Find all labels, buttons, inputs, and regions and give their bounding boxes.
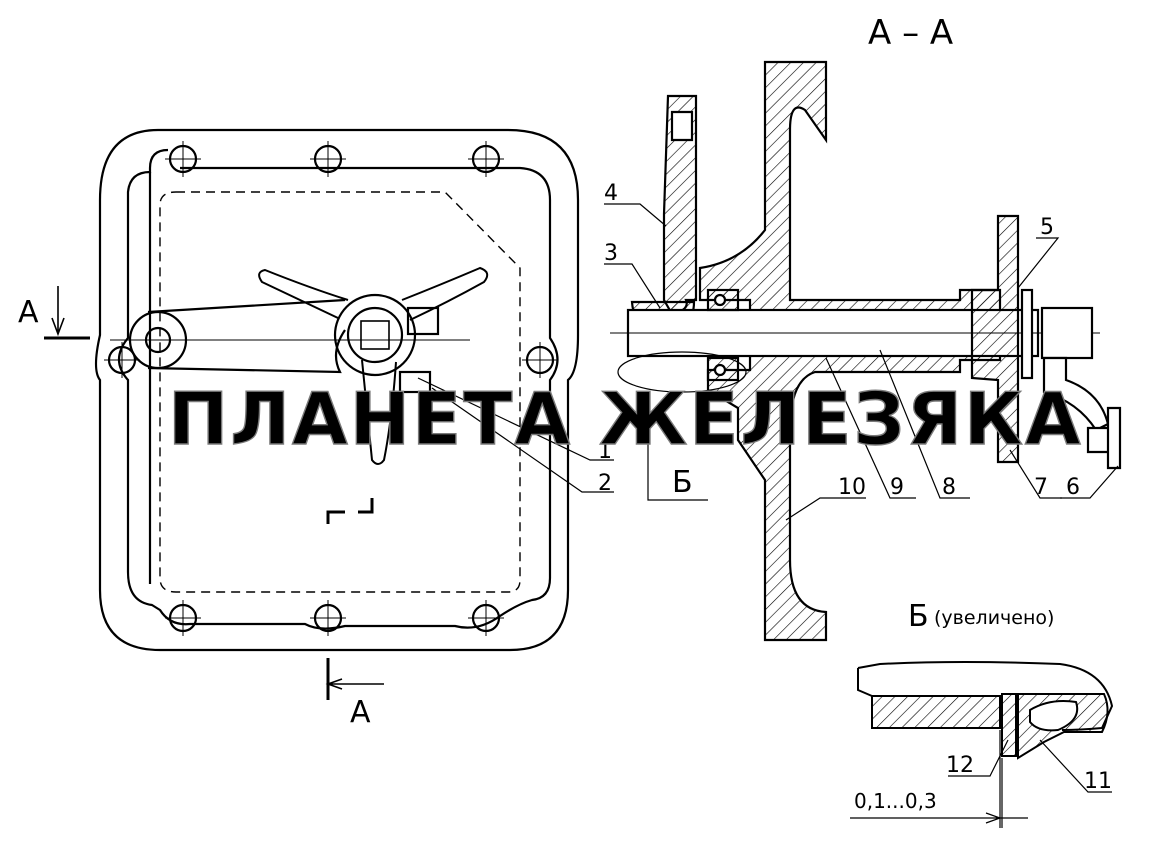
gear-mark — [326, 498, 374, 524]
lever-arm — [147, 298, 346, 374]
detail-label: Б — [672, 465, 693, 500]
callout-10: 10 — [838, 475, 866, 500]
section-mark-bottom-arrow — [325, 678, 384, 690]
star-handle — [258, 266, 489, 465]
end-cap — [1086, 406, 1122, 470]
clearance-dim-lines — [850, 730, 1028, 828]
leader-lines — [417, 203, 1119, 793]
callout-12: 12 — [946, 753, 974, 778]
detail-view — [850, 661, 1114, 828]
nut-left — [1020, 288, 1034, 380]
front-view — [44, 128, 580, 700]
detail-shaft — [871, 695, 1001, 729]
callout-8: 8 — [942, 475, 956, 500]
bolt-holes — [104, 141, 558, 636]
callout-2: 2 — [598, 471, 612, 496]
hub-key — [360, 320, 390, 350]
clamp-bolt — [398, 370, 432, 394]
watermark: ПЛАНЕТА ЖЕЛЕЗЯКА — [168, 377, 1083, 461]
callout-5: 5 — [1040, 215, 1054, 240]
detail-b-oval — [617, 351, 747, 393]
detail-shaft-end — [857, 668, 873, 697]
flange-7 — [970, 214, 1020, 464]
callout-11: 11 — [1084, 769, 1112, 794]
hub-inner — [346, 306, 404, 364]
section-title: А – А — [868, 13, 953, 53]
callout-7: 7 — [1034, 475, 1048, 500]
callout-6: 6 — [1066, 475, 1080, 500]
detail-title-note: (увеличено) — [934, 607, 1054, 629]
dashed-boundary — [159, 191, 521, 593]
clamp — [406, 306, 440, 336]
nut-right — [1040, 306, 1094, 360]
clearance-value: 0,1...0,3 — [854, 789, 937, 813]
callout-3: 3 — [604, 241, 618, 266]
detail-title-letter: Б — [908, 599, 929, 634]
callout-9: 9 — [890, 475, 904, 500]
callout-1: 1 — [598, 439, 612, 464]
washer-12 — [1001, 693, 1017, 757]
section-mark-top-letter: А — [18, 295, 39, 330]
lever-4-top — [670, 110, 694, 142]
callout-4: 4 — [604, 181, 618, 206]
section-mark-top-arrow — [51, 286, 65, 337]
section-view — [610, 60, 1122, 642]
cover-outer-flange — [94, 128, 580, 652]
seal-11-lip — [1029, 700, 1079, 732]
section-mark-bottom-letter: А — [350, 695, 371, 730]
